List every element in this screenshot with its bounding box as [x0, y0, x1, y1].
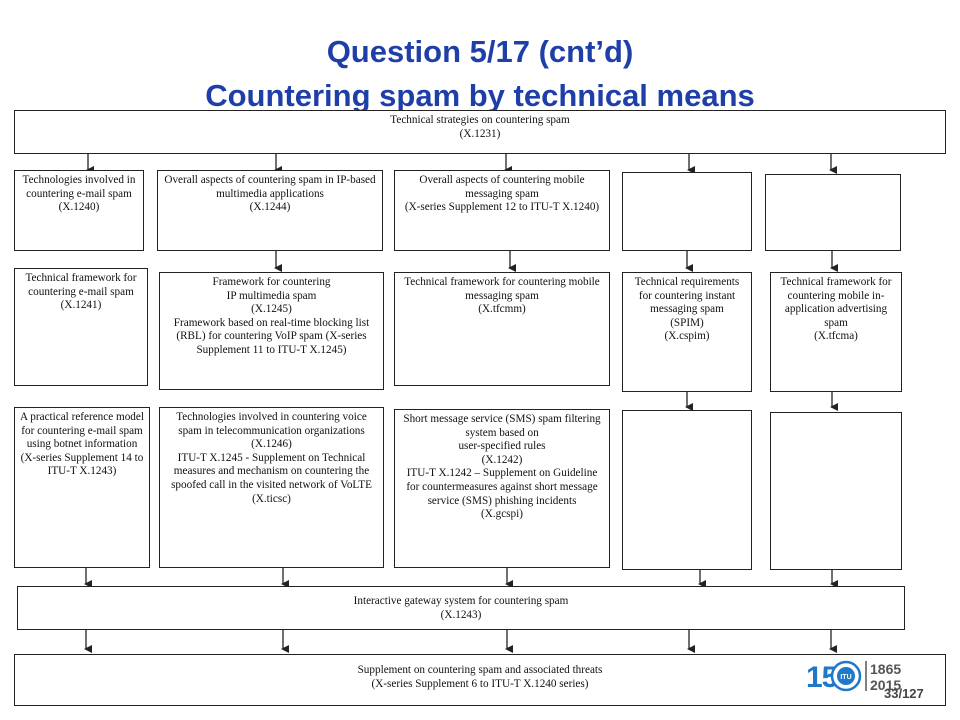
- box-x1243-gateway: Interactive gateway system for counterin…: [17, 586, 905, 630]
- box-text: Technologies involved in countering voic…: [171, 411, 372, 505]
- page-number: 33/127: [884, 686, 924, 701]
- box-text: Technical framework for countering mobil…: [780, 276, 892, 343]
- logo-emblem: ITU: [840, 674, 851, 681]
- box-text: Technical requirements for countering in…: [634, 276, 740, 343]
- box-x1245: Framework for countering IP multimedia s…: [159, 272, 384, 390]
- box-empty-r1c4: [622, 172, 752, 251]
- box-technical-strategies: Technical strategies on countering spam …: [14, 110, 946, 154]
- box-empty-r1c5: [765, 174, 901, 251]
- box-text: Overall aspects of countering mobile mes…: [404, 174, 600, 214]
- box-text: Technical framework for countering e-mai…: [25, 272, 137, 312]
- box-empty-r3c4: [622, 410, 752, 570]
- box-x-tfcma: Technical framework for countering mobil…: [770, 272, 902, 392]
- box-x1246: Technologies involved in countering voic…: [159, 407, 384, 568]
- logo-year-top: 1865: [870, 661, 901, 677]
- box-x-cspim: Technical requirements for countering in…: [622, 272, 752, 392]
- box-text: Overall aspects of countering spam in IP…: [164, 174, 376, 214]
- box-text: Technical framework for countering mobil…: [404, 276, 600, 316]
- box-empty-r3c5: [770, 412, 902, 570]
- box-supplement-6: Supplement on countering spam and associ…: [14, 654, 946, 706]
- box-supplement-12: Overall aspects of countering mobile mes…: [394, 170, 610, 251]
- box-text: Technical strategies on countering spam …: [390, 114, 570, 140]
- box-x1240: Technologies involved in countering e-ma…: [14, 170, 144, 251]
- title-line-2: Countering spam by technical means: [205, 78, 755, 113]
- box-text: Supplement on countering spam and associ…: [357, 663, 603, 690]
- box-text: Technologies involved in countering e-ma…: [22, 174, 136, 214]
- logo-year-bottom: 2015: [870, 677, 901, 693]
- box-text: Short message service (SMS) spam filteri…: [403, 413, 601, 521]
- box-supplement-14: A practical reference model for counteri…: [14, 407, 150, 568]
- box-x1241: Technical framework for countering e-mai…: [14, 268, 148, 386]
- title-line-1: Question 5/17 (cnt’d): [326, 34, 634, 69]
- box-x-tfcmm: Technical framework for countering mobil…: [394, 272, 610, 386]
- box-text: A practical reference model for counteri…: [20, 411, 144, 478]
- box-text: Interactive gateway system for counterin…: [353, 594, 569, 621]
- box-x1242: Short message service (SMS) spam filteri…: [394, 409, 610, 568]
- box-x1244: Overall aspects of countering spam in IP…: [157, 170, 383, 251]
- box-text: Framework for countering IP multimedia s…: [173, 276, 370, 356]
- itu-150-logo: 150 ITU 1865 2015: [806, 660, 901, 694]
